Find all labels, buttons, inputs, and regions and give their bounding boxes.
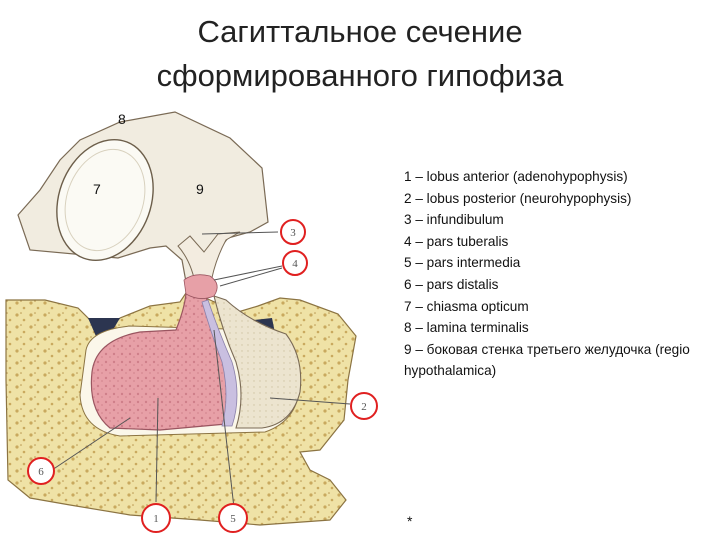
footnote-asterisk: * bbox=[407, 513, 413, 529]
legend-item-8: 8 – lamina terminalis bbox=[404, 320, 529, 336]
legend-item-1: 1 – lobus anterior (adenohypophysis) bbox=[404, 169, 628, 184]
callout-1: 1 bbox=[141, 503, 171, 533]
legend-item-6: 6 – pars distalis bbox=[404, 276, 499, 292]
page-title: Сагиттальное сечение сформированного гип… bbox=[0, 10, 720, 98]
callout-3-label: 3 bbox=[290, 227, 296, 239]
callout-5: 5 bbox=[218, 503, 248, 533]
figure-label-7: 7 bbox=[93, 181, 101, 197]
callout-4: 4 bbox=[282, 250, 308, 276]
callout-6: 6 bbox=[27, 457, 55, 485]
callout-5-label: 5 bbox=[230, 513, 236, 525]
optic-chiasm bbox=[56, 138, 154, 262]
pars-tuberalis bbox=[183, 274, 218, 299]
callout-markers: 3 4 2 6 1 5 bbox=[27, 219, 378, 533]
legend-item-2: 2 – lobus posterior (neurohypophysis) bbox=[404, 190, 632, 206]
title-line-1: Сагиттальное сечение bbox=[197, 14, 523, 49]
figure-label-8: 8 bbox=[118, 111, 126, 127]
callout-1-label: 1 bbox=[153, 513, 159, 525]
callout-4-label: 4 bbox=[292, 258, 298, 270]
legend-list: 1 – lobus anterior (adenohypophysis) 2 –… bbox=[404, 166, 716, 382]
callout-2-label: 2 bbox=[361, 401, 367, 413]
callout-2: 2 bbox=[350, 392, 378, 420]
cavity-left bbox=[88, 318, 120, 338]
legend-item-9: 9 – боковая стенка третьего желудочка (r… bbox=[404, 341, 690, 379]
legend-item-7: 7 – chiasma opticum bbox=[404, 298, 529, 314]
legend-item-4: 4 – pars tuberalis bbox=[404, 233, 509, 249]
callout-3: 3 bbox=[280, 219, 306, 245]
figure-label-9: 9 bbox=[196, 181, 204, 197]
legend-item-5: 5 – pars intermedia bbox=[404, 255, 521, 271]
legend-item-3: 3 – infundibulum bbox=[404, 212, 504, 228]
callout-6-label: 6 bbox=[38, 466, 44, 478]
title-line-2: сформированного гипофиза bbox=[156, 58, 564, 93]
posterior-lobe bbox=[213, 295, 302, 429]
